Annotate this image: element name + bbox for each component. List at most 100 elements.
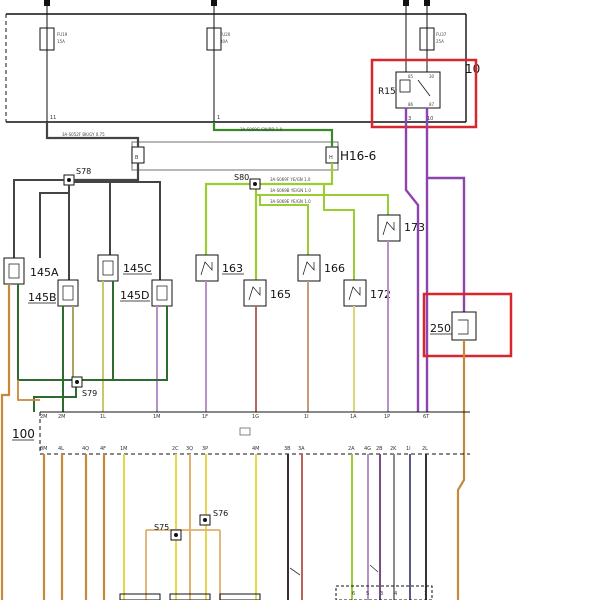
ecu-100: 100 <box>12 411 470 455</box>
ecu-bottom-pin: 4G <box>364 446 371 452</box>
sensor-145a: 145A <box>3 257 59 285</box>
relay-pin-30: 30 <box>429 74 435 79</box>
bottom-connector-pin: 5 <box>366 591 369 597</box>
splice-s75: S75 <box>154 523 182 541</box>
ecu-bottom-pin: 4M <box>252 446 260 452</box>
bottom-connector-pin: 3 <box>380 591 383 597</box>
ecu-bottom-pin: 4F <box>100 446 106 452</box>
ecu-bottom-pin: 4L <box>58 446 64 452</box>
splice-s76-label: S76 <box>213 509 228 518</box>
wire-label-4: 3A-S069F YE/GN 1.0 <box>270 177 311 182</box>
connector-pin-h: H <box>329 155 333 161</box>
ecu-bottom-pin: 2L <box>422 446 428 452</box>
fuse-fu20-rating: 30A <box>220 39 228 44</box>
wire-gnrd <box>212 122 334 147</box>
fuse-fu19-rating: 15A <box>57 39 65 44</box>
label-145b: 145B <box>28 291 57 304</box>
sensor-145c: 145C <box>97 254 152 282</box>
ecu-bottom-pin: 1M <box>120 446 128 452</box>
ecu-top-pin: 1F <box>202 414 208 420</box>
wire-label-2: 3A-S069G GN/RD 1.0 <box>240 127 283 132</box>
label-172: 172 <box>370 288 391 301</box>
sensor-163: 163 <box>195 254 244 282</box>
fuse-pin-11: 11 <box>50 115 56 121</box>
relay-callout: 10 <box>465 62 480 76</box>
sensor-145d: 145D <box>120 279 173 307</box>
highlight-relay-r15 <box>370 58 478 129</box>
ecu-top-pin: 1I <box>304 414 309 420</box>
splice-s79-label: S79 <box>82 389 97 398</box>
wire-label-6: 3A-S069E YE/GN 1.0 <box>270 199 311 204</box>
ecu-bottom-pin: 3B <box>284 446 291 452</box>
label-145a: 145A <box>30 266 59 279</box>
ecu-bottom-pin: 1I <box>406 446 411 452</box>
sensor-173: 173 <box>377 214 425 242</box>
ecu-top-pin: 2M <box>58 414 66 420</box>
connector-h16-6: B H H16-6 <box>131 141 376 171</box>
ecu-top-pin: 2M <box>40 414 48 420</box>
relay-out-pin-10: 10 <box>427 116 433 122</box>
label-173: 173 <box>404 221 425 234</box>
label-145c: 145C <box>123 262 152 275</box>
fuse-fu19-id: FU19 <box>57 32 68 37</box>
ecu-top-pin: 1P <box>384 414 390 420</box>
component-250: 250 <box>430 311 477 341</box>
lower-harness <box>42 454 427 600</box>
label-250: 250 <box>430 322 451 335</box>
bottom-connector-pin: 1 <box>424 591 427 597</box>
label-100: 100 <box>12 427 35 441</box>
connector-pin-b: B <box>135 155 139 161</box>
fuse-pin-1: 1 <box>217 115 220 121</box>
highlight-component-250 <box>422 292 513 358</box>
relay-pin-85: 85 <box>408 74 414 79</box>
fuse-fu37: FU37 25A <box>419 14 447 72</box>
wire-yegn-main <box>256 163 334 186</box>
fuse-fu37-id: FU37 <box>436 32 447 37</box>
ecu-bottom-pin: 3A <box>298 446 305 452</box>
fuse-fu19: FU19 15A 11 <box>39 14 68 138</box>
wire-purple-1 <box>404 108 420 412</box>
splice-s76: S76 <box>199 509 228 526</box>
relay-pin-87: 87 <box>429 102 435 107</box>
fuse-box <box>5 0 467 123</box>
fuse-fu20-id: FU20 <box>220 32 231 37</box>
bottom-connector: 6 5 3 4 1 <box>289 564 433 600</box>
label-166: 166 <box>324 262 345 275</box>
ecu-top-pin: 1A <box>350 414 357 420</box>
relay-id: R15 <box>378 87 396 97</box>
ecu-top-pin: 1G <box>252 414 259 420</box>
bottom-connector-pin: 4 <box>394 591 397 597</box>
splice-s78-label: S78 <box>76 167 91 176</box>
bottom-connector-pin: 6 <box>352 591 355 597</box>
ecu-bottom-pin: 3P <box>202 446 208 452</box>
label-163: 163 <box>222 262 243 275</box>
relay-out-pin-3: 3 <box>408 116 411 122</box>
sensor-172: 172 <box>343 279 391 307</box>
splice-s75-label: S75 <box>154 523 169 532</box>
ecu-bottom-pin: 8M <box>40 446 48 452</box>
sensor-145b: 145B <box>28 279 79 307</box>
ecu-bottom-pin: 4Q <box>82 446 89 452</box>
relay-r15: 85 30 86 87 R15 10 3 10 <box>378 62 480 122</box>
fuse-fu37-rating: 25A <box>436 39 444 44</box>
relay-pin-86: 86 <box>408 102 414 107</box>
ecu-bottom-pin: 2C <box>172 446 179 452</box>
ecu-top-pin: 1M <box>153 414 161 420</box>
splice-s79: S79 <box>71 376 97 398</box>
wire-bkgy-1 <box>45 122 140 147</box>
splice-s80: S80 <box>234 173 261 190</box>
ecu-bottom-pin: 2A <box>348 446 355 452</box>
ecu-bottom-pin: 2K <box>390 446 397 452</box>
connector-id: H16-6 <box>340 149 376 163</box>
wire-label-1: 3A-S052F BK/GY 0.75 <box>62 132 105 137</box>
wire-label-5: 3A-S069B YE/GN 1.0 <box>270 188 311 193</box>
sensor-165: 165 <box>243 279 291 307</box>
label-145d: 145D <box>120 289 149 302</box>
fuse-fu20: FU20 30A 1 <box>206 14 231 130</box>
ecu-top-pin: 1L <box>100 414 106 420</box>
label-165: 165 <box>270 288 291 301</box>
